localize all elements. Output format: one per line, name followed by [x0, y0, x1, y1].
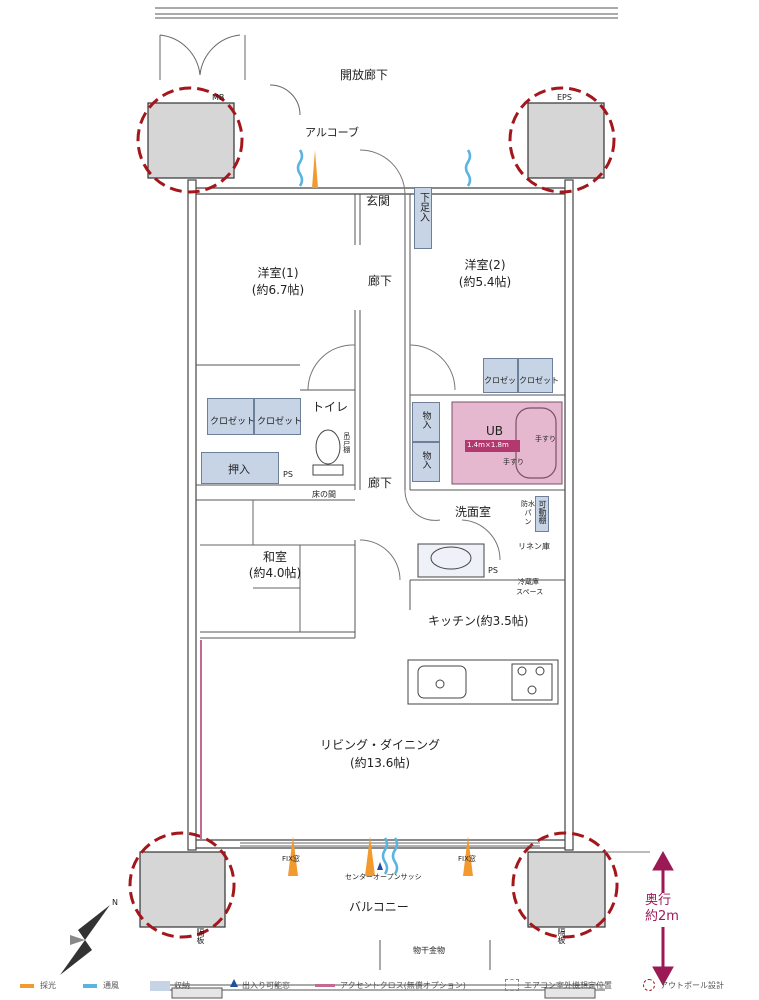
ub-size-tag: [465, 440, 520, 452]
entrance-label: 玄関: [366, 194, 391, 208]
open-corridor-label: 開放廊下: [340, 68, 389, 82]
balcony-label: バルコニー: [349, 900, 409, 914]
legend-ac-unit: エアコン室外機想定位置: [524, 981, 612, 990]
depth-label-1: 奥行: [645, 893, 672, 908]
legend-ventilation: 通風: [103, 981, 119, 990]
toilet-label: トイレ: [312, 400, 349, 414]
ub-label: UB: [486, 424, 504, 438]
outer-door-swing: [159, 34, 301, 116]
compass-rose: [60, 905, 110, 975]
legend-storage: 収納: [174, 981, 190, 990]
hanging-shelf-label: 吊戸棚: [342, 432, 351, 453]
compass-n-label: N: [112, 898, 118, 907]
drying-rack-label: 物干金物: [413, 946, 445, 955]
legend-light: 採光: [40, 981, 56, 990]
closet-2b: クロゼット: [518, 358, 559, 393]
ventilation-indicators: [296, 149, 472, 875]
toilet-fixture: [312, 429, 344, 476]
handrail-label-2: 手すり: [503, 458, 524, 466]
alcove-label: アルコーブ: [305, 126, 360, 139]
oshiire-storage: 押入: [201, 452, 279, 484]
hallway-top-label: 廊下: [368, 274, 393, 288]
western-room-2-name: 洋室(2): [464, 258, 506, 272]
closet-2a: クロゼット: [483, 358, 524, 393]
depth-arrow: [640, 850, 686, 987]
legend-ac-swatch: [505, 979, 519, 991]
fix-window-left: FIX窓: [282, 855, 300, 863]
outpole-circles: [128, 86, 619, 939]
partition-right: 隔板: [557, 928, 566, 944]
washroom-label: 洗面室: [455, 505, 492, 519]
kitchen-label: キッチン(約3.5帖): [428, 614, 529, 628]
depth-label-2: 約2m: [645, 909, 679, 924]
fridge-space-label-2: スペース: [516, 588, 544, 596]
hallway-bottom-label: 廊下: [368, 476, 393, 490]
ub-size-label: 1.4m×1.8m: [467, 441, 509, 449]
tatami-lines: [200, 500, 355, 632]
partition-left: 隔板: [196, 928, 205, 944]
shoe-storage: 下足入: [414, 187, 432, 249]
fix-window-right: FIX窓: [458, 855, 476, 863]
balcony-windows: [240, 842, 540, 847]
legend-outpole-swatch: [643, 979, 655, 991]
living-size: (約13.6帖): [349, 756, 411, 770]
ps-label-1: PS: [283, 470, 293, 479]
legend-light-swatch: [20, 984, 34, 988]
pillars: [139, 102, 606, 928]
center-sash-label: センターオープンサッシ: [345, 873, 422, 881]
mb-label: MB: [212, 93, 225, 102]
legend-access-window: 出入り可能窓: [242, 981, 290, 990]
ps-label-2: PS: [488, 566, 498, 575]
outer-walls: [187, 179, 574, 851]
waterproof-pan-label: 防水パン: [521, 500, 535, 526]
western-room-1-size: (約6.7帖): [251, 283, 305, 297]
linen-label: リネン庫: [518, 542, 550, 551]
closet-1b: クロゼット: [254, 398, 302, 435]
interior-walls: [196, 194, 565, 639]
handrail-label-1: 手すり: [535, 435, 556, 443]
door-swings: [307, 149, 501, 581]
balcony-outline: [150, 940, 605, 999]
top-railing: [155, 7, 618, 19]
washbasin: [417, 543, 485, 578]
legend-accent-cloth: アクセントクロス(無償オプション): [340, 981, 466, 990]
western-room-1-name: 洋室(1): [257, 266, 299, 280]
western-room-2-size: (約5.4帖): [458, 275, 512, 289]
living-name: リビング・ダイニング: [320, 738, 441, 752]
legend-ventilation-swatch: [83, 984, 97, 988]
japanese-room-size: (約4.0帖): [248, 566, 302, 580]
storage-1: 物入: [412, 402, 440, 442]
tokonoma-label: 床の間: [312, 490, 336, 499]
light-indicators: [288, 150, 473, 876]
kitchen-counter: [407, 659, 559, 705]
movable-shelf: 可動棚: [535, 496, 549, 532]
closet-1a: クロゼット: [207, 398, 255, 435]
japanese-room-name: 和室: [262, 550, 287, 564]
fridge-space-label-1: 冷蔵庫: [518, 578, 539, 586]
eps-label: EPS: [557, 93, 572, 102]
legend-accent-swatch: [315, 984, 335, 987]
legend-out-pole: アウトポール設計: [660, 981, 724, 990]
legend-access-swatch: [230, 979, 238, 987]
storage-2: 物入: [412, 442, 440, 482]
legend-storage-swatch: [150, 981, 170, 991]
access-window-marks: [377, 862, 383, 870]
